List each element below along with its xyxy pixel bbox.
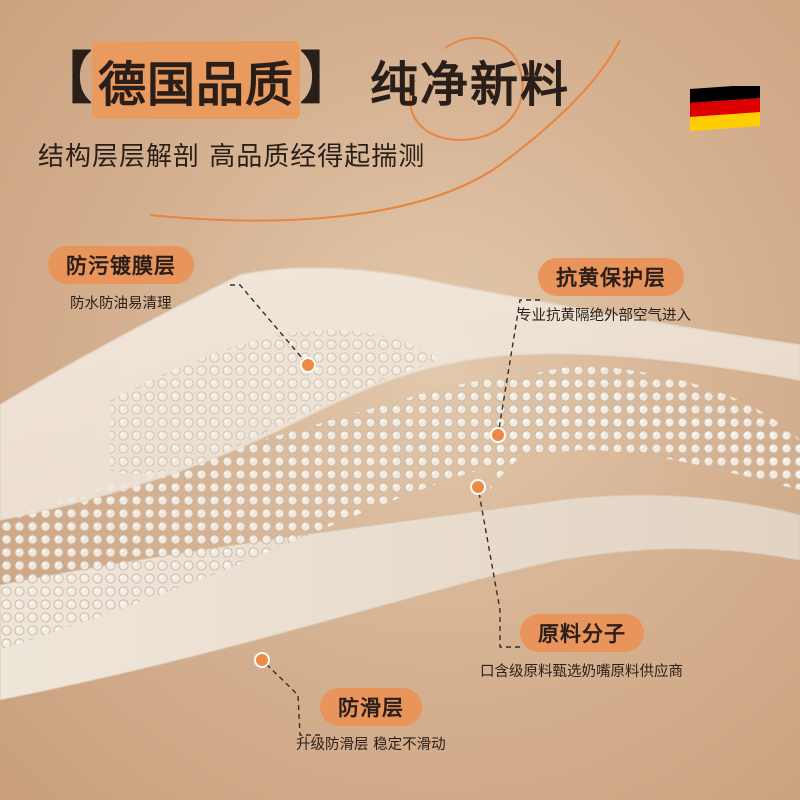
coating-dots xyxy=(110,330,440,474)
subtitle: 结构层层解剖 高品质经得起揣测 xyxy=(38,142,426,172)
callout-desc-coating: 防水防油易清理 xyxy=(70,296,172,312)
germany-flag-icon xyxy=(690,86,760,131)
decorative-swirl xyxy=(149,36,621,222)
callout-badge-coating: 防污镀膜层 xyxy=(48,246,194,284)
molecule-curl xyxy=(490,366,800,490)
title-rest: 纯净新料 xyxy=(370,57,571,113)
callout-desc-anti-slip: 升级防滑层 稳定不滑动 xyxy=(296,737,446,753)
title-bracket-left: 【 xyxy=(36,47,92,112)
title-bracket-right: 】 xyxy=(300,47,357,112)
callout-badge-anti-yellow: 抗黄保护层 xyxy=(538,258,684,296)
callout-dots xyxy=(254,357,506,668)
leader-lines xyxy=(230,284,540,736)
title-highlight: 德国品质 xyxy=(92,41,301,119)
callout-badge-anti-slip: 防滑层 xyxy=(320,688,422,726)
callout-desc-anti-yellow: 专业抗黄隔绝外部空气进入 xyxy=(517,308,691,324)
callout-desc-molecule: 口含级原料甄选奶嘴原料供应商 xyxy=(480,664,683,680)
callout-badge-molecule: 原料分子 xyxy=(520,614,644,652)
headline: 【 德国品质 】 纯净新料 xyxy=(36,40,570,120)
molecule-band xyxy=(0,376,800,650)
